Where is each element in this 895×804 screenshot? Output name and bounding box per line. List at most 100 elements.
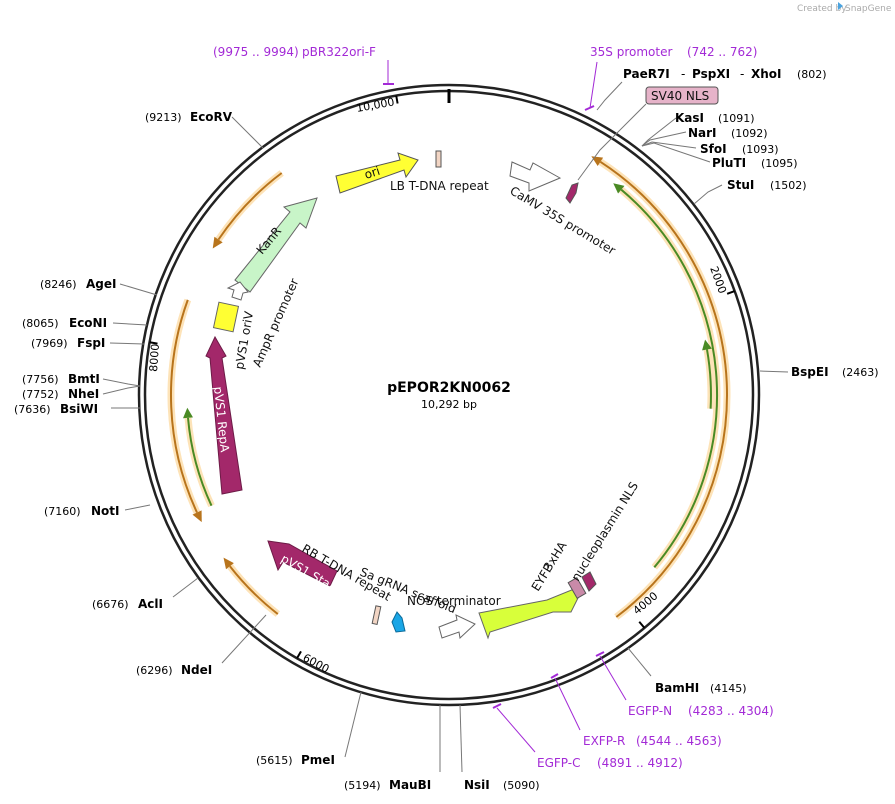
created-by-text: Created by xyxy=(797,4,847,14)
leader-sfoi xyxy=(641,141,697,149)
site-label-pspxi[interactable]: PspXI xyxy=(692,67,730,81)
orf-arrow-head xyxy=(212,236,223,249)
site-label-nsii[interactable]: NsiI xyxy=(464,778,490,792)
site-label-econi[interactable]: EcoNI xyxy=(69,316,107,330)
leader-egfp-n xyxy=(599,655,627,701)
leader-bmti xyxy=(102,378,141,387)
orf-arc-right-small[interactable] xyxy=(702,339,715,409)
feature-3xha[interactable] xyxy=(567,577,587,599)
site-pos-nhei: (7752) xyxy=(22,388,59,401)
feature-label-3xha: 3xHA xyxy=(541,538,570,573)
plasmid-size: 10,292 bp xyxy=(421,398,477,411)
feature-sa-grna-scaffold[interactable] xyxy=(391,611,406,633)
feature-nucleoplasmin-nls[interactable] xyxy=(581,571,597,592)
site-label-fspi[interactable]: FspI xyxy=(77,336,105,350)
site-label-paer7i[interactable]: PaeR7I xyxy=(623,67,670,81)
site-label-maubi[interactable]: MauBI xyxy=(389,778,431,792)
site-label-bamhi[interactable]: BamHI xyxy=(655,681,699,695)
feature-sv40-nls-small[interactable] xyxy=(565,182,579,204)
primer-label-egfp-c[interactable]: EGFP-C xyxy=(537,756,580,770)
plasmid-name: pEPOR2KN0062 xyxy=(387,380,511,396)
feature-pvs1-oriv[interactable] xyxy=(212,301,240,333)
orf-arrow-head xyxy=(702,339,712,351)
leader-agei xyxy=(119,283,158,296)
site-pos-xhoi: (802) xyxy=(797,68,827,81)
site-label-stui[interactable]: StuI xyxy=(727,178,754,192)
orf-arc-left[interactable] xyxy=(167,298,202,523)
site-sep-1: - xyxy=(681,67,685,81)
tick-marks xyxy=(149,95,736,659)
site-pos-pmei: (5615) xyxy=(256,754,293,767)
orf-arc-top-left[interactable] xyxy=(212,170,284,249)
snapgene-logo xyxy=(838,2,843,10)
site-label-bmti[interactable]: BmtI xyxy=(68,372,100,386)
tick-label-8000: 8000 xyxy=(147,343,162,372)
orf-arrow-head xyxy=(183,407,193,419)
primer-label-35s[interactable]: 35S promoter xyxy=(590,45,672,59)
primer-pos-35s: (742 .. 762) xyxy=(687,45,757,59)
feature-label-nucleoplasmin-nls: nucleoplasmin NLS xyxy=(569,479,641,583)
primer-pos-egfp-c: (4891 .. 4912) xyxy=(597,756,683,770)
feature-rb-marker[interactable] xyxy=(371,605,382,626)
orf-arrow-head xyxy=(223,557,234,570)
site-label-nari[interactable]: NarI xyxy=(688,126,717,140)
site-label-pmei[interactable]: PmeI xyxy=(301,753,335,767)
primer-pos-exfp-r: (4544 .. 4563) xyxy=(636,734,722,748)
site-pos-nari: (1092) xyxy=(731,127,768,140)
primer-pos-pbr322ori-f: (9975 .. 9994) xyxy=(213,45,299,59)
site-pos-kasi: (1091) xyxy=(718,112,755,125)
site-label-bspei[interactable]: BspEI xyxy=(791,365,829,379)
site-label-noti[interactable]: NotI xyxy=(91,504,120,518)
site-label-ecorv[interactable]: EcoRV xyxy=(190,110,233,124)
orf-arc-right-green[interactable] xyxy=(613,183,721,570)
feature-pvs1-repa[interactable]: pVS1 RepA xyxy=(205,335,243,495)
feature-label-ampr-promoter: AmpR promoter xyxy=(250,276,302,369)
site-label-agei[interactable]: AgeI xyxy=(86,277,116,291)
primer-label-pbr322ori-f[interactable]: pBR322ori-F xyxy=(302,45,376,59)
site-label-sfoi[interactable]: SfoI xyxy=(700,142,727,156)
feature-label-sv40: SV40 NLS xyxy=(651,89,709,103)
feature-lb-marker[interactable] xyxy=(435,150,442,168)
leader-nari xyxy=(641,131,687,147)
orf-arc-bottom-left[interactable] xyxy=(223,557,280,617)
site-pos-agei: (8246) xyxy=(40,278,77,291)
backbone-outer-ring xyxy=(137,83,761,707)
site-label-bsiwi[interactable]: BsiWI xyxy=(60,402,98,416)
sv40-nls-label-box[interactable] xyxy=(645,86,719,105)
leader-ecorv xyxy=(231,116,264,149)
leader-acli xyxy=(172,577,199,598)
feature-camv-35s-promoter[interactable] xyxy=(509,161,562,192)
primer-label-exfp-r[interactable]: EXFP-R xyxy=(583,734,625,748)
orf-arcs xyxy=(167,156,731,620)
feature-ori[interactable]: ori xyxy=(335,152,419,194)
site-label-ndei[interactable]: NdeI xyxy=(181,663,212,677)
leader-nsii xyxy=(459,704,463,773)
site-label-pluti[interactable]: PluTI xyxy=(712,156,746,170)
tick-mark xyxy=(149,341,158,345)
site-label-kasi[interactable]: KasI xyxy=(675,111,704,125)
leader-pmei xyxy=(344,691,362,758)
site-label-xhoi[interactable]: XhoI xyxy=(751,67,782,81)
feature-nos-terminator[interactable] xyxy=(438,614,476,640)
site-pos-bmti: (7756) xyxy=(22,373,59,386)
site-pos-stui: (1502) xyxy=(770,179,807,192)
feature-ampr-promoter[interactable] xyxy=(226,281,249,301)
feature-eyfp[interactable] xyxy=(478,588,579,640)
leader-econi xyxy=(112,322,148,326)
leader-exfp-r xyxy=(554,677,581,731)
primer-pos-egfp-n: (4283 .. 4304) xyxy=(688,704,774,718)
feature-kanr[interactable]: KanR xyxy=(234,197,318,293)
site-label-nhei[interactable]: NheI xyxy=(68,387,99,401)
leader-bspei xyxy=(759,370,789,373)
site-label-acli[interactable]: AclI xyxy=(138,597,163,611)
primer-label-egfp-n[interactable]: EGFP-N xyxy=(628,704,672,718)
leader-pluti xyxy=(641,142,711,163)
orf-arc-right-outer[interactable] xyxy=(591,156,731,620)
site-pos-nsii: (5090) xyxy=(503,779,540,792)
feature-label-ori: ori xyxy=(363,164,382,182)
primer-marker-exfp-r xyxy=(550,673,559,679)
orf-arc-left-green[interactable] xyxy=(183,407,215,508)
leader-35s-primer xyxy=(589,61,598,109)
site-sep-2: - xyxy=(740,67,744,81)
